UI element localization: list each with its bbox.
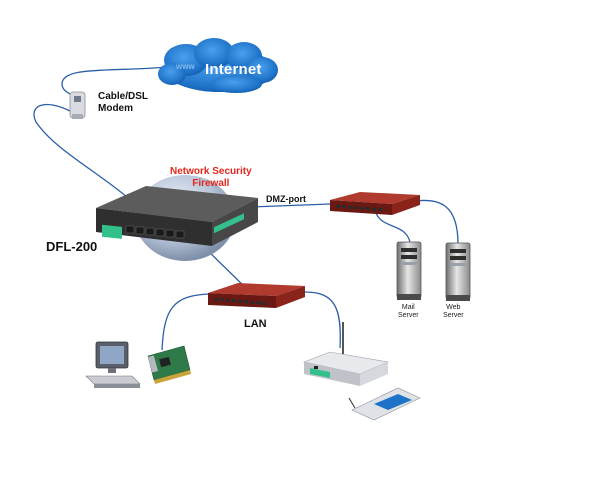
cables: [33, 66, 459, 351]
mail-server-icon: [396, 241, 422, 300]
web-server-icon: [445, 242, 471, 301]
mail-server-label-line1: Mail: [401, 304, 415, 311]
cable-firewall-dmz-switch: [249, 203, 331, 208]
modem-label: Cable/DSL Modem: [98, 91, 148, 115]
mail-server-label: Mail Server: [398, 304, 419, 320]
modem-icon: [69, 91, 86, 119]
cable-modem-firewall: [33, 103, 129, 199]
mail-server-label-line2: Server: [398, 312, 419, 319]
network-card-icon: [147, 345, 191, 384]
cable-internet-modem: [61, 66, 169, 96]
modem-label-line1: Cable/DSL: [98, 91, 149, 102]
web-server-label: Web Server: [443, 304, 464, 320]
lan-label: LAN: [244, 318, 267, 330]
desktop-computer-icon: [85, 341, 141, 388]
wireless-router-icon: [302, 322, 390, 386]
firewall-label: Network Security Firewall: [170, 166, 252, 190]
cable-dmz-web-server: [414, 199, 459, 245]
web-server-label-line2: Server: [443, 312, 464, 319]
web-server-label-line1: Web: [446, 304, 461, 311]
lan-switch-icon: [208, 283, 305, 308]
internet-label: Internet: [205, 61, 262, 78]
cable-lan-pc: [161, 293, 211, 351]
dmz-port-label: DMZ-port: [266, 194, 306, 204]
firewall-device-icon: [96, 186, 258, 246]
wireless-card-icon: [348, 387, 421, 421]
firewall-label-line1: Network Security: [170, 166, 252, 177]
internet-cloud: www: [158, 38, 278, 93]
device-label: DFL-200: [46, 239, 98, 254]
modem-label-line2: Modem: [98, 103, 133, 114]
cable-lan-wireless: [304, 291, 341, 349]
firewall-label-line2: Firewall: [192, 178, 230, 189]
cable-firewall-lan-switch: [204, 247, 249, 291]
cloud-watermark: www: [175, 62, 195, 71]
cable-dmz-mail-server: [374, 209, 411, 243]
dmz-switch-icon: [330, 192, 420, 215]
